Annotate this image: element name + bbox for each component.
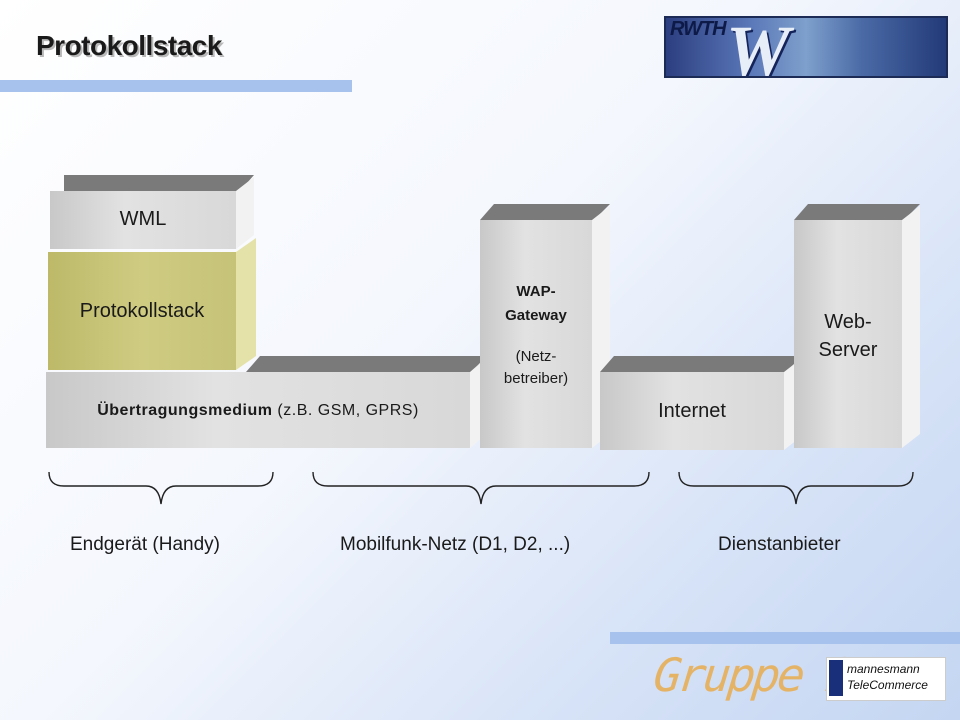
- protocol-stack-box: Protokollstack: [48, 238, 256, 370]
- provider-caption: Dienstanbieter: [718, 534, 841, 555]
- title-underline-bar: [0, 80, 352, 92]
- rwth-logo: RWTH W: [664, 16, 948, 78]
- mannesmann-logo: mannesmann TeleCommerce: [826, 657, 946, 701]
- wap-gateway-operator-line2: betreiber): [503, 370, 569, 387]
- provider-brace: [678, 471, 914, 505]
- footer-accent-bar: [610, 632, 960, 644]
- transmission-medium-example: (z.B. GSM, GPRS): [277, 402, 419, 419]
- web-server-box: Web- Server: [794, 204, 920, 448]
- wap-gateway-title-line1: WAP-: [516, 283, 556, 300]
- web-server-label-line1: Web-: [824, 311, 872, 333]
- mannesmann-name: mannesmann: [847, 662, 920, 676]
- transmission-medium-label: Übertragungsmedium (z.B. GSM, GPRS): [46, 402, 470, 420]
- mannesmann-mark-icon: [829, 660, 843, 696]
- transmission-medium-box: Übertragungsmedium (z.B. GSM, GPRS): [46, 356, 486, 448]
- device-caption: Endgerät (Handy): [70, 534, 220, 555]
- wap-gateway-operator: (Netz- betreiber): [480, 346, 592, 390]
- wml-box: WML: [50, 175, 254, 249]
- device-brace: [48, 471, 274, 505]
- transmission-medium-bold: Übertragungsmedium: [97, 402, 273, 419]
- web-server-label: Web- Server: [794, 308, 902, 364]
- group-label: Gruppe 2: [651, 648, 855, 702]
- wml-label: WML: [119, 208, 167, 230]
- wap-gateway-title-line2: Gateway: [505, 307, 567, 324]
- wap-gateway-title: WAP- Gateway: [480, 280, 592, 328]
- internet-label: Internet: [658, 400, 726, 422]
- protocol-stack-label: Protokollstack: [79, 300, 205, 322]
- web-server-label-line2: Server: [818, 339, 878, 361]
- wap-gateway-operator-line1: (Netz-: [515, 348, 557, 365]
- wap-gateway-box: WAP- Gateway (Netz- betreiber): [480, 204, 610, 448]
- network-caption: Mobilfunk-Netz (D1, D2, ...): [340, 534, 571, 555]
- logo-rwth-text: RWTH: [670, 18, 727, 40]
- logo-w-letter: W: [726, 16, 791, 78]
- telecommerce-name: TeleCommerce: [847, 678, 928, 692]
- network-brace: [312, 471, 650, 505]
- page-title: Protokollstack: [36, 30, 222, 61]
- internet-box: Internet: [600, 356, 802, 450]
